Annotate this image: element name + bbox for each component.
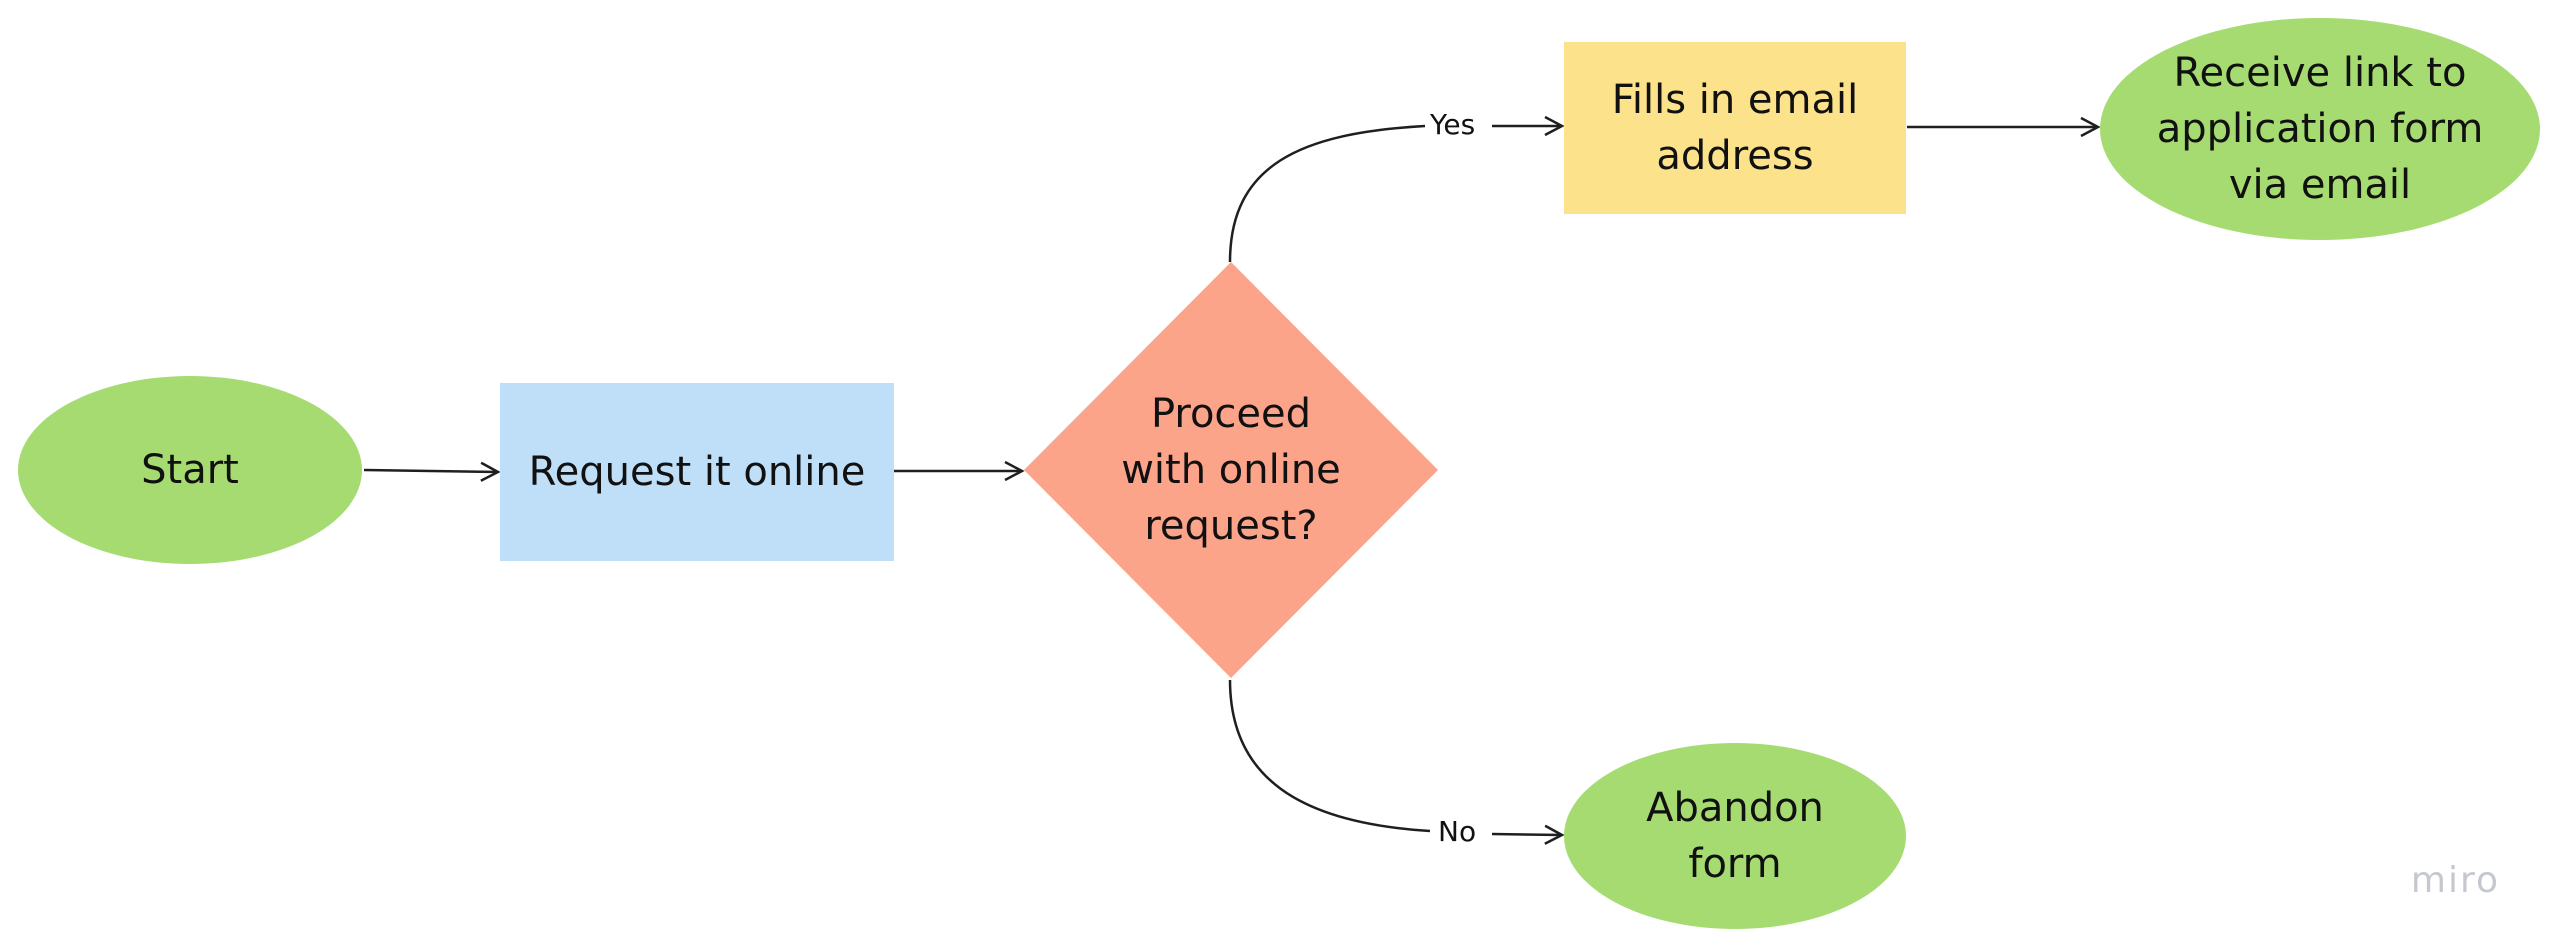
request-online-process[interactable]: Request it online [500, 383, 894, 561]
decision-node: Proceed with online request? [1024, 262, 1438, 678]
connector-decision-yes [1228, 124, 1426, 263]
start-label: Start [141, 447, 239, 493]
connector-start-to-request [363, 461, 501, 482]
connector-decision-no [1228, 679, 1431, 833]
request-online-label: Request it online [528, 449, 866, 495]
abandon-terminal[interactable]: Abandon form [1564, 743, 1906, 929]
miro-watermark: miro [2410, 860, 2500, 901]
abandon-label: Abandon form [1646, 785, 1824, 887]
fills-email-process[interactable]: Fills in email address [1564, 42, 1906, 214]
connector-no-to-abandon [1491, 824, 1565, 845]
receive-link-terminal[interactable]: Receive link to application form via ema… [2100, 18, 2540, 240]
no-edge-label: No [1434, 816, 1481, 848]
start-terminal[interactable]: Start [18, 376, 362, 564]
yes-edge-label: Yes [1426, 109, 1480, 141]
decision-label: Proceed with online request? [1121, 391, 1341, 549]
receive-link-label: Receive link to application form via ema… [2156, 50, 2484, 208]
fills-email-label: Fills in email address [1611, 77, 1859, 179]
